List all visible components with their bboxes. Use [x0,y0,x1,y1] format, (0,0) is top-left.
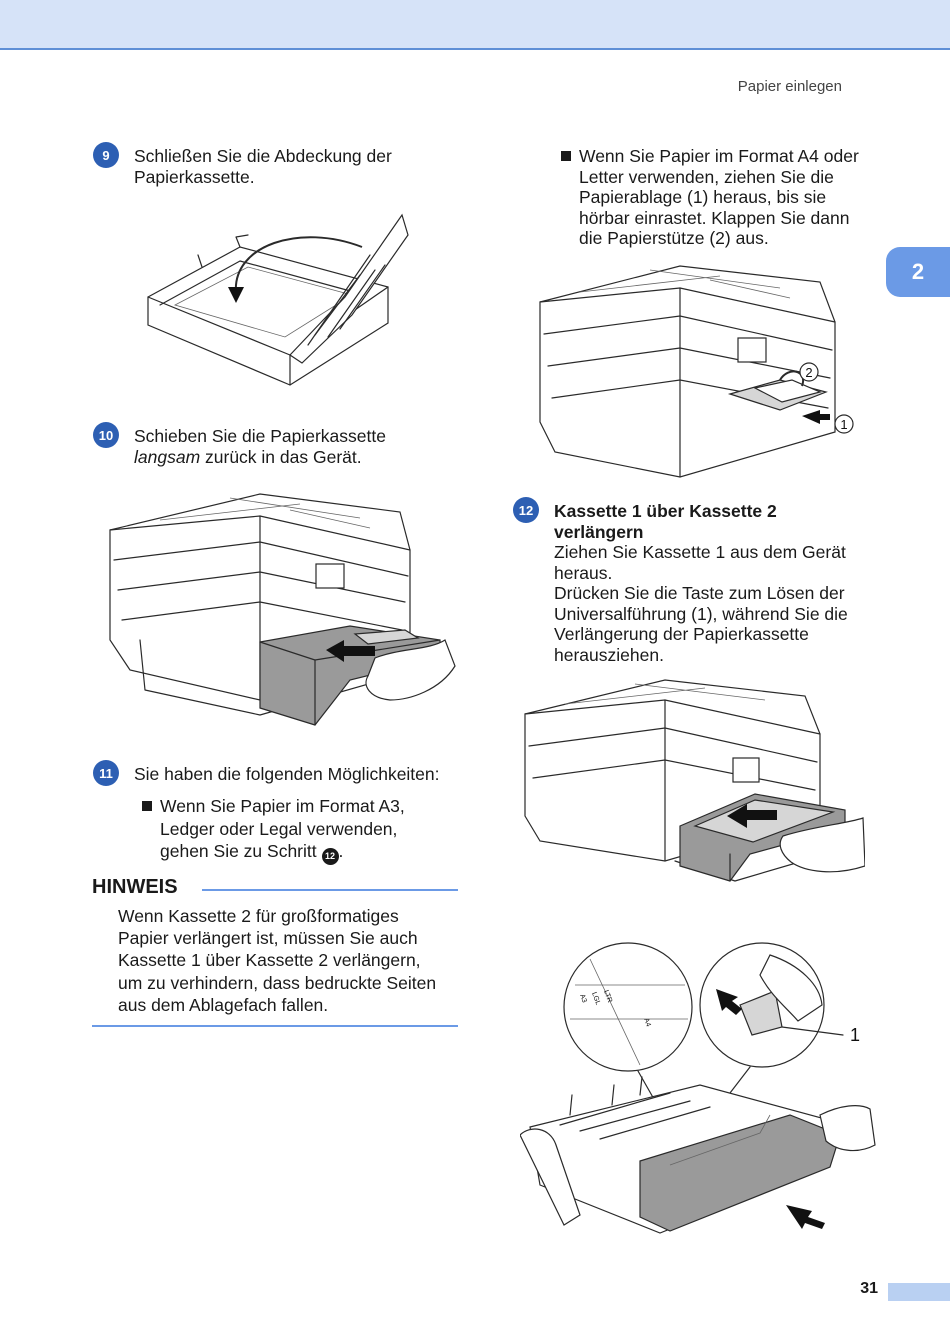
step-12-title-line-1: Kassette 1 über Kassette 2 [554,501,777,521]
step-11-bullet-2-line-5: die Papierstütze (2) aus. [579,228,769,248]
step-12-line-5: Verlängerung der Papierkassette [554,624,809,644]
tray-mark-lgl: LGL [590,991,601,1006]
step-11-bullet-2-line-3: Papierablage (1) heraus, bis sie [579,187,827,207]
callout-2-label: 2 [805,365,812,380]
step-10-line-2-rest: zurück in das Gerät. [200,446,362,467]
note-rule-top [202,889,458,891]
step-12-title-line-2: verlängern [554,521,644,542]
step-9-text: Schließen Sie die Abdeckung der Papierka… [134,146,392,187]
step-11-bullet-1-line-2: Ledger oder Legal verwenden, [160,818,398,839]
detail-circle-left [563,942,693,1072]
chapter-number: 2 [911,259,925,284]
step-12-line-2: heraus. [554,562,613,583]
callout-2-circle [799,362,819,382]
callout-1-circle [834,414,854,434]
note-line-1: Wenn Kassette 2 für großformatiges [118,906,399,926]
pull-tray-illustration [524,679,865,882]
step-10-badge: 10 [93,422,119,448]
note-text: Wenn Kassette 2 für großformatiges Papie… [118,905,436,1016]
note-rule-bottom [92,1025,458,1027]
step-11-bullet-2: Wenn Sie Papier im Format A4 oder Letter… [561,146,859,249]
bullet-1-end: . [338,841,344,861]
bullet-square [142,801,152,811]
step-12-line-3: Drücken Sie die Taste zum Lösen der [554,583,845,603]
step-11-bullet-1-line-3: gehen Sie zu Schritt 12. [142,840,405,865]
tray-mark-a4: A4 [642,1017,652,1028]
step-9-line-1: Schließen Sie die Abdeckung der [134,146,392,166]
tray-mark-a3: A3 [578,993,588,1004]
step-12-badge: 12 [513,497,539,523]
step-9-line-2: Papierkassette. [134,166,255,187]
step-11-bullet-2-line-2: Letter verwenden, ziehen Sie die [579,166,834,187]
bullet-2-text-1: Wenn Sie Papier im Format A4 oder [579,146,859,166]
bullet-1-text-1: Wenn Sie Papier im Format A3, [160,796,405,816]
header-band [0,0,950,50]
step-11-text: Sie haben die folgenden Möglichkeiten: [134,764,440,784]
step-11-bullet-1: Wenn Sie Papier im Format A3, Ledger ode… [142,795,405,865]
tray-cover-illustration [147,213,409,386]
section-title: Papier einlegen [737,78,842,95]
step-12-line-4: Universalführung (1), während Sie die [554,603,848,624]
step-10-text: Schieben Sie die Papierkassette langsam … [134,426,386,467]
step-11-bullet-2-line-1: Wenn Sie Papier im Format A4 oder [561,146,859,167]
callout-1-label: 1 [840,417,847,432]
tray-mark-ltr: LTR [602,989,613,1003]
page-number: 31 [860,1280,878,1297]
step-11-bullet-2-line-4: hörbar einrastet. Klappen Sie dann [579,207,850,228]
note-line-4: um zu verhindern, dass bedruckte Seiten [118,972,437,993]
step-10-line-2: langsam zurück in das Gerät. [134,447,386,468]
footer-band [888,1283,950,1301]
output-tray-illustration: 2 1 [539,265,854,478]
bullet-square [561,151,571,161]
note-title: HINWEIS [92,876,178,898]
step-10-line-1: Schieben Sie die Papierkassette [134,426,386,446]
callout-guide-release: 1 [850,1025,860,1045]
step-11-bullet-1-line-1: Wenn Sie Papier im Format A3, [142,795,405,818]
step-12-text: Kassette 1 über Kassette 2 verlängern Zi… [554,501,848,665]
step-12-line-6: herausziehen. [554,644,664,665]
chapter-tab: 2 [886,247,950,297]
step-12-reference-badge[interactable]: 12 [321,847,339,865]
step-10-italic: langsam [134,446,201,467]
note-line-2: Papier verlängert ist, müssen Sie auch [118,928,418,949]
push-tray-illustration [109,493,456,726]
step-9-badge: 9 [93,142,119,168]
step-11-badge: 11 [93,760,119,786]
extend-tray-illustration: A3 LGL LTR A4 1 [520,942,876,1234]
note-line-3: Kassette 1 über Kassette 2 verlängern, [118,950,421,971]
note-line-5: aus dem Ablagefach fallen. [118,994,329,1015]
bullet-1-text-3: gehen Sie zu Schritt [160,841,317,861]
step-12-line-1: Ziehen Sie Kassette 1 aus dem Gerät [554,542,846,562]
